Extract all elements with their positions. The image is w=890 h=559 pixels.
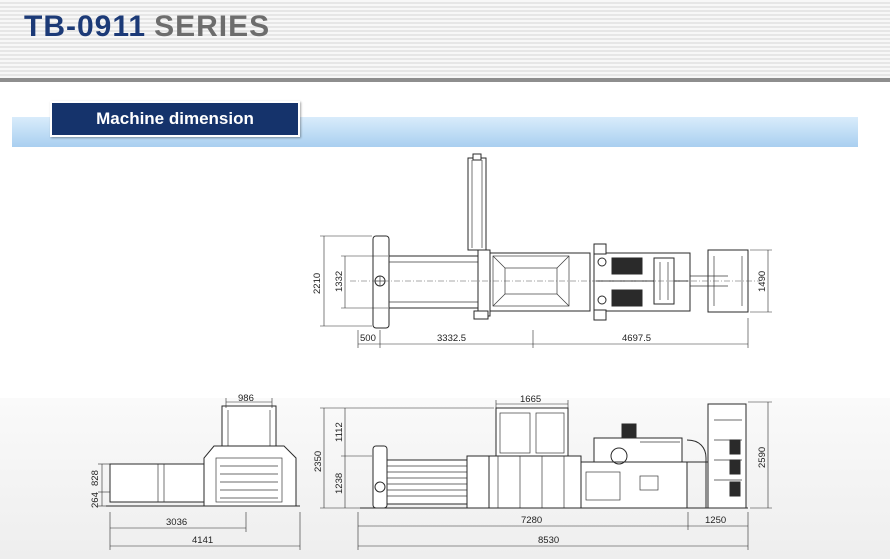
dim-label-500: 500 — [360, 333, 376, 344]
side-bale-channel — [386, 459, 468, 505]
dim-label-1112: 1112 — [334, 422, 345, 442]
dim-label-2210: 2210 — [312, 273, 323, 294]
series-word: SERIES — [154, 10, 271, 43]
dim-label-828: 828 — [90, 470, 101, 486]
dim-label-8530: 8530 — [538, 535, 559, 546]
end-view: 986 828 264 3036 4141 — [90, 393, 301, 550]
dim-label-3036: 3036 — [166, 517, 187, 528]
dim-label-2350: 2350 — [313, 451, 324, 472]
dim-label-264: 264 — [90, 492, 101, 508]
dim-label-1665: 1665 — [520, 394, 541, 405]
top-compression-chamber — [489, 252, 591, 312]
dim-label-4697-5: 4697.5 — [622, 333, 651, 344]
side-view: 1665 1112 2350 1238 2590 7280 1250 8530 — [313, 394, 772, 550]
side-press-head — [372, 445, 388, 509]
dim-label-986: 986 — [238, 393, 254, 404]
side-hopper — [495, 407, 569, 457]
dim-label-3332-5: 3332.5 — [437, 333, 466, 344]
dim-label-1490: 1490 — [757, 271, 768, 292]
top-feed-conveyor — [467, 157, 487, 251]
side-hydraulic-unit — [580, 461, 688, 509]
top-view: 2210 1332 1490 500 3332.5 4697.5 — [312, 153, 772, 348]
dim-label-1238: 1238 — [334, 473, 345, 494]
section-title-tab: Machine dimension — [50, 101, 300, 137]
model-code: TB-0911 — [24, 10, 147, 43]
end-outlet-chute — [109, 463, 205, 503]
top-bale-channel — [388, 255, 490, 309]
dim-label-1250: 1250 — [705, 515, 726, 526]
dim-label-2590: 2590 — [757, 447, 768, 468]
side-machine-body — [488, 455, 582, 509]
dim-label-4141: 4141 — [192, 535, 213, 546]
dim-label-1332: 1332 — [334, 271, 345, 292]
dim-label-7280: 7280 — [521, 515, 542, 526]
end-hopper — [221, 405, 277, 447]
